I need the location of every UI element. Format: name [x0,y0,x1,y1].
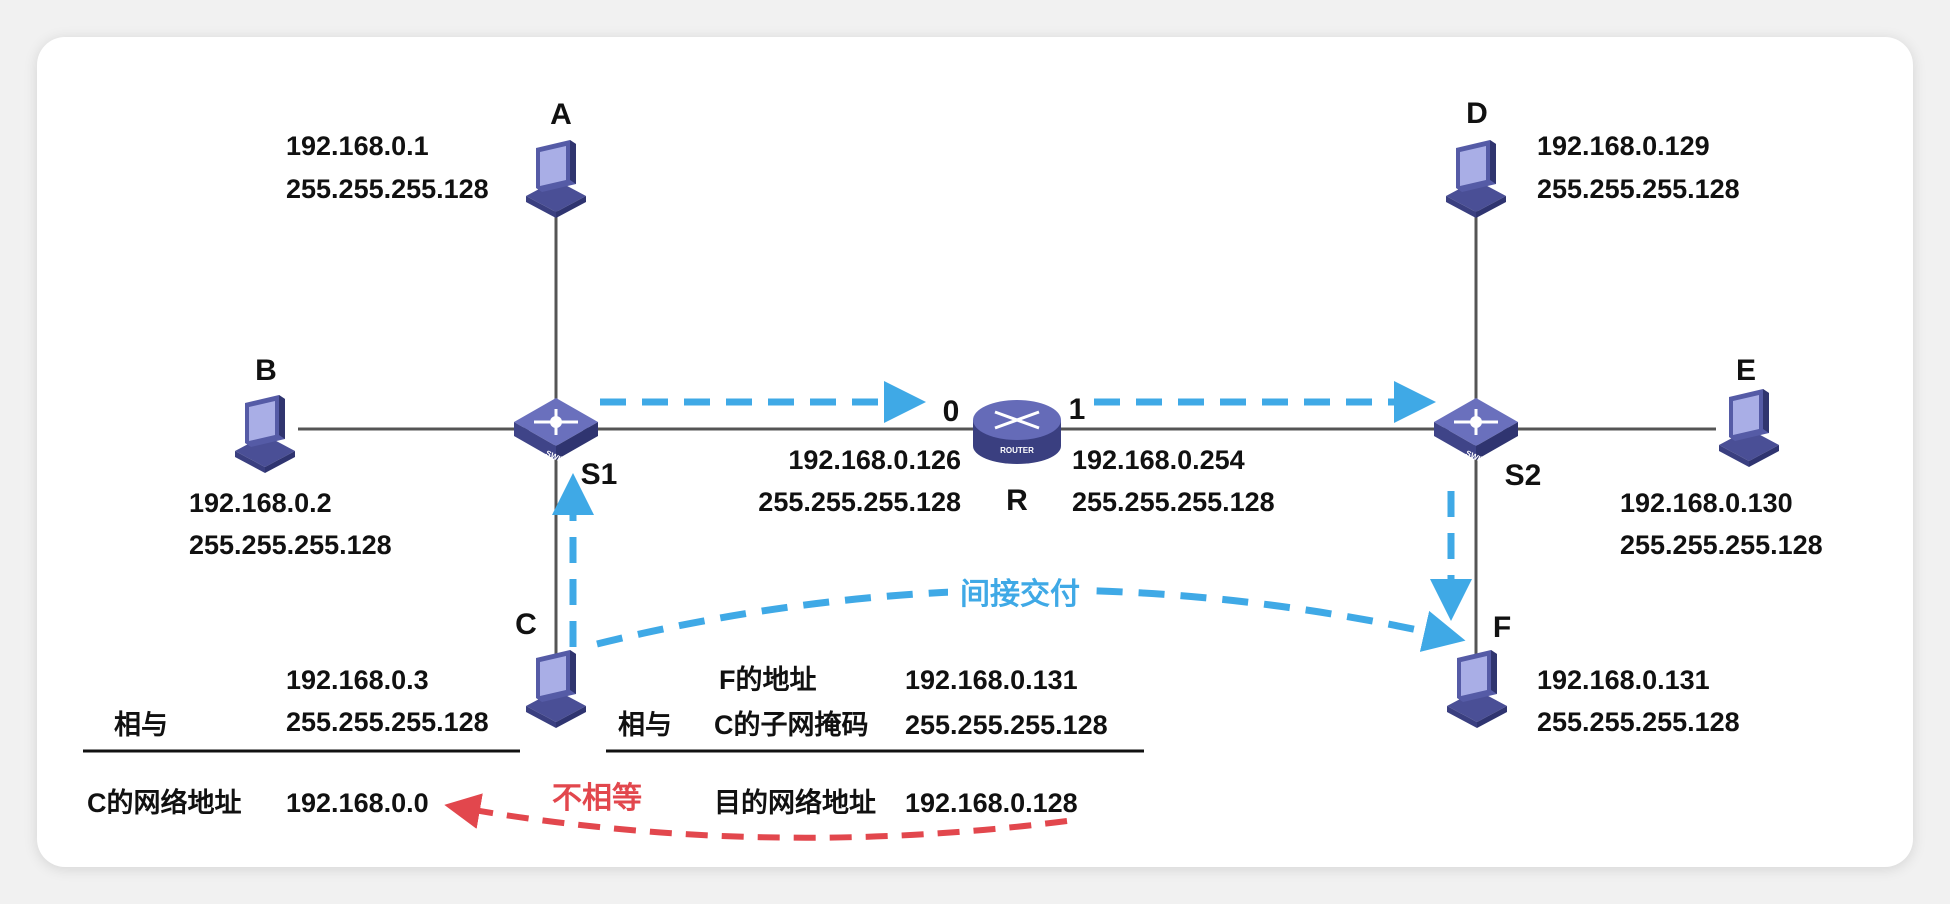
router-port0-mask: 255.255.255.128 [758,487,961,517]
switch-s1-icon [512,396,600,462]
router-port1-ip: 192.168.0.254 [1072,445,1245,475]
computer-e-icon [1719,389,1779,467]
arrow-not-equal [444,793,1068,841]
ip-b: 192.168.0.2 [189,488,332,518]
label-c: C [515,608,537,641]
right-row1-value: 192.168.0.131 [905,665,1078,695]
switch-s2-icon [1432,396,1520,462]
mask-d: 255.255.255.128 [1537,174,1740,204]
mask-f: 255.255.255.128 [1537,707,1740,737]
label-d: D [1466,97,1488,130]
router-port-0: 0 [943,395,960,428]
label-r: R [1006,484,1028,517]
mask-e: 255.255.255.128 [1620,530,1823,560]
computer-f-icon [1447,650,1507,728]
right-row2-value: 255.255.255.128 [905,710,1108,740]
right-result-label: 目的网络地址 [714,787,876,818]
router-text: ROUTER [1000,446,1034,455]
mask-b: 255.255.255.128 [189,530,392,560]
ip-a: 192.168.0.1 [286,131,429,161]
left-result-value: 192.168.0.0 [286,788,429,818]
indirect-label-bg [948,574,1092,610]
right-row2-label: C的子网掩码 [714,709,869,740]
mask-a: 255.255.255.128 [286,174,489,204]
label-f: F [1493,611,1511,644]
ip-e: 192.168.0.130 [1620,488,1793,518]
router-port0-ip: 192.168.0.126 [788,445,961,475]
router-icon: ROUTER [973,400,1061,464]
computer-d-icon [1446,140,1506,218]
mask-c: 255.255.255.128 [286,707,489,737]
computer-a-icon [526,140,586,218]
right-result-value: 192.168.0.128 [905,788,1078,818]
computer-c-icon [526,650,586,728]
computer-b-icon [235,395,295,473]
label-s2: S2 [1505,459,1542,492]
label-s1: S1 [581,458,618,491]
left-result-label: C的网络地址 [87,787,242,818]
ip-c: 192.168.0.3 [286,665,429,695]
ip-d: 192.168.0.129 [1537,131,1710,161]
right-row1-label: F的地址 [719,664,817,695]
indirect-delivery-label: 间接交付 [960,577,1080,611]
left-and-label: 相与 [114,710,168,740]
not-equal-label: 不相等 [552,781,642,815]
label-b: B [255,354,277,387]
diagram-card [37,37,1913,867]
router-port1-mask: 255.255.255.128 [1072,487,1275,517]
right-and-label: 相与 [618,710,672,740]
ip-f: 192.168.0.131 [1537,665,1710,695]
router-port-1: 1 [1069,393,1086,426]
label-e: E [1736,354,1756,387]
label-a: A [550,98,572,131]
